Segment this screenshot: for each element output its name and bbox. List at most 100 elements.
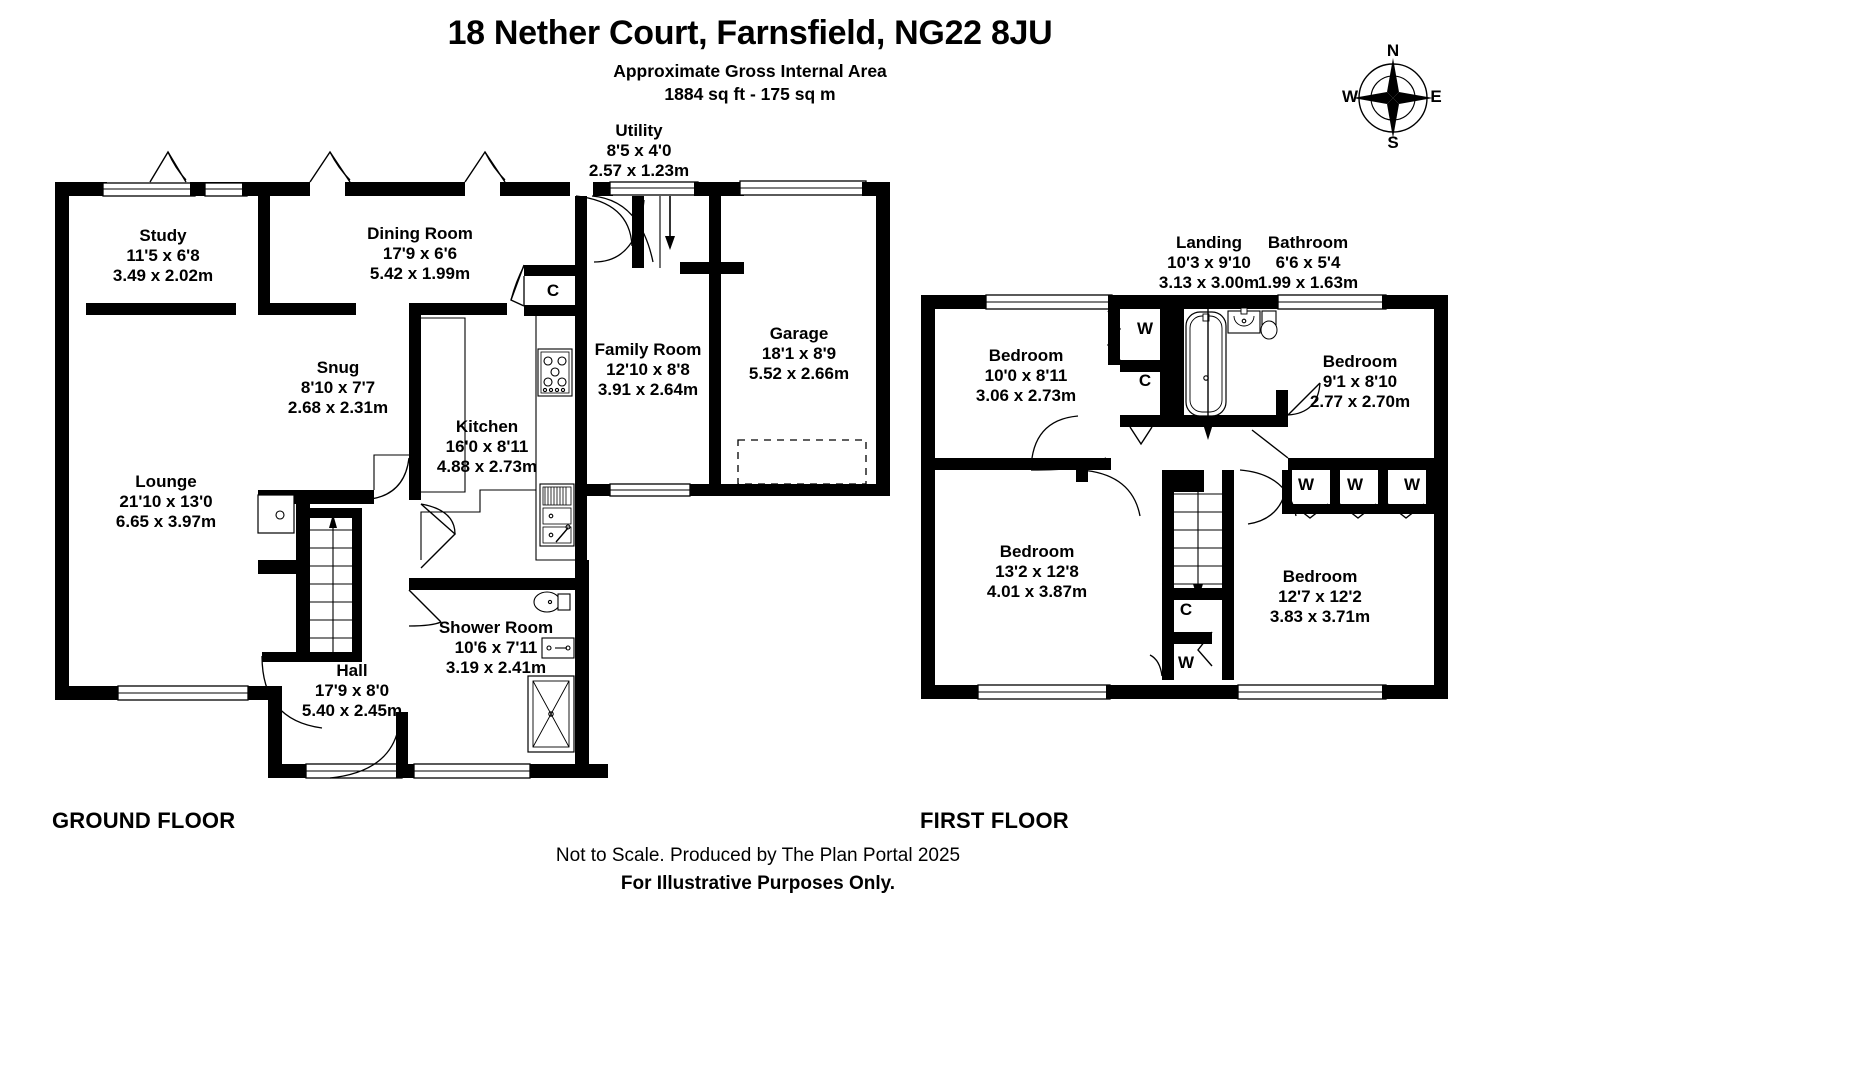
svg-text:8'10 x 7'7: 8'10 x 7'7 (301, 378, 375, 397)
room-label-hall: Hall 17'9 x 8'0 5.40 x 2.45m (302, 661, 402, 720)
svg-text:3.06 x 2.73m: 3.06 x 2.73m (976, 386, 1076, 405)
first-floor-plan: W C (921, 233, 1448, 700)
fireplace-icon (257, 494, 295, 534)
window-hall-bottom-2 (413, 763, 531, 779)
svg-text:3.19 x 2.41m: 3.19 x 2.41m (446, 658, 546, 677)
room-label-snug: Snug 8'10 x 7'7 2.68 x 2.31m (288, 358, 388, 417)
svg-text:3.91 x 2.64m: 3.91 x 2.64m (598, 380, 698, 399)
wc-icon (1260, 310, 1278, 340)
room-label-kitchen: Kitchen 16'0 x 8'11 4.88 x 2.73m (437, 417, 537, 476)
compass-west-label: W (1342, 87, 1359, 106)
plan-header: 18 Nether Court, Farnsfield, NG22 8JU Ap… (0, 14, 1500, 106)
window-study-2 (204, 182, 248, 197)
wardrobe-row-bedroom2: W W W (1282, 470, 1436, 519)
room-label-bedroom-4: Bedroom 12'7 x 12'2 3.83 x 3.71m (1270, 567, 1370, 626)
toilet-icon (533, 591, 571, 613)
svg-text:21'10 x 13'0: 21'10 x 13'0 (119, 492, 212, 511)
svg-text:5.52 x 2.66m: 5.52 x 2.66m (749, 364, 849, 383)
svg-text:12'10 x 8'8: 12'10 x 8'8 (606, 360, 690, 379)
svg-text:10'0 x 8'11: 10'0 x 8'11 (985, 366, 1068, 385)
svg-text:Bedroom: Bedroom (989, 346, 1064, 365)
svg-text:6.65 x 3.97m: 6.65 x 3.97m (116, 512, 216, 531)
window-study-1 (102, 182, 196, 197)
svg-text:Shower Room: Shower Room (439, 618, 553, 637)
svg-text:17'9 x 8'0: 17'9 x 8'0 (315, 681, 389, 700)
svg-text:2.68 x 2.31m: 2.68 x 2.31m (288, 398, 388, 417)
ground-floor-caption: GROUND FLOOR (52, 808, 236, 833)
ground-floor-plan: C (55, 121, 890, 779)
svg-text:4.01 x 3.87m: 4.01 x 3.87m (987, 582, 1087, 601)
svg-text:6'6 x 5'4: 6'6 x 5'4 (1276, 253, 1341, 272)
svg-text:13'2 x 12'8: 13'2 x 12'8 (995, 562, 1079, 581)
svg-text:3.13 x 3.00m: 3.13 x 3.00m (1159, 273, 1259, 292)
wardrobe-tag-5: W (1178, 653, 1195, 672)
room-label-bedroom-3: Bedroom 13'2 x 12'8 4.01 x 3.87m (987, 542, 1087, 601)
cupboard-tag-first-2: C (1180, 600, 1192, 619)
svg-text:10'6 x 7'11: 10'6 x 7'11 (455, 638, 538, 657)
footer-disclaimer: For Illustrative Purposes Only. (620, 872, 896, 894)
svg-text:5.40 x 2.45m: 5.40 x 2.45m (302, 701, 402, 720)
page-title: 18 Nether Court, Farnsfield, NG22 8JU (447, 14, 1053, 52)
wardrobe-tag-4: W (1404, 475, 1421, 494)
svg-text:12'7 x 12'2: 12'7 x 12'2 (1278, 587, 1362, 606)
svg-text:2.77 x 2.70m: 2.77 x 2.70m (1310, 392, 1410, 411)
window-bed4-bottom (1237, 684, 1387, 700)
gross-area-value: 1884 sq ft - 175 sq m (664, 84, 836, 105)
basin-icon (541, 637, 575, 659)
window-hall-bottom-1 (305, 763, 403, 779)
cupboard-tag-first: C (1139, 371, 1151, 390)
svg-text:Garage: Garage (770, 324, 829, 343)
window-lounge-bottom (117, 685, 249, 701)
svg-text:Hall: Hall (336, 661, 367, 680)
svg-text:16'0 x 8'11: 16'0 x 8'11 (446, 437, 529, 456)
cupboard-tag-ground: C (547, 281, 559, 300)
compass-rose: N E S W (1342, 41, 1442, 152)
room-label-bathroom: Bathroom 6'6 x 5'4 1.99 x 1.63m (1258, 233, 1358, 292)
svg-text:9'1 x 8'10: 9'1 x 8'10 (1323, 372, 1397, 391)
gross-area-label: Approximate Gross Internal Area (613, 61, 887, 82)
compass-east-label: E (1430, 87, 1441, 106)
window-bathroom-top (1277, 294, 1387, 310)
compass-south-label: S (1387, 133, 1398, 152)
svg-text:1.99 x 1.63m: 1.99 x 1.63m (1258, 273, 1358, 292)
window-bed3-bottom (977, 684, 1111, 700)
svg-text:2.57 x 1.23m: 2.57 x 1.23m (589, 161, 689, 180)
shower-tray-icon (527, 675, 575, 753)
wardrobe-tag-1: W (1137, 319, 1154, 338)
wardrobe-tag-2: W (1298, 475, 1315, 494)
first-floor-caption: FIRST FLOOR (920, 808, 1069, 833)
svg-text:18'1 x 8'9: 18'1 x 8'9 (762, 344, 836, 363)
svg-text:Kitchen: Kitchen (456, 417, 518, 436)
svg-text:Utility: Utility (615, 121, 663, 140)
svg-text:5.42 x 1.99m: 5.42 x 1.99m (370, 264, 470, 283)
svg-text:8'5 x 4'0: 8'5 x 4'0 (607, 141, 672, 160)
svg-text:Bedroom: Bedroom (1000, 542, 1075, 561)
hob-icon (537, 348, 573, 397)
sink-icon (539, 483, 575, 547)
svg-text:Snug: Snug (317, 358, 360, 377)
footer-producer: Not to Scale. Produced by The Plan Porta… (555, 845, 961, 866)
window-bed1-top (985, 294, 1113, 310)
svg-text:Bathroom: Bathroom (1268, 233, 1348, 252)
room-label-landing: Landing 10'3 x 9'10 3.13 x 3.00m (1159, 233, 1259, 292)
room-label-dining-room: Dining Room 17'9 x 6'6 5.42 x 1.99m (367, 224, 473, 283)
room-label-bedroom-2: Bedroom 9'1 x 8'10 2.77 x 2.70m (1310, 352, 1410, 411)
room-label-utility: Utility 8'5 x 4'0 2.57 x 1.23m (589, 121, 689, 180)
window-utility-top (609, 181, 699, 196)
window-garage-top (739, 180, 867, 196)
bathtub-icon (1185, 311, 1227, 417)
room-label-family-room: Family Room 12'10 x 8'8 3.91 x 2.64m (595, 340, 702, 399)
svg-text:Landing: Landing (1176, 233, 1242, 252)
svg-text:3.83 x 3.71m: 3.83 x 3.71m (1270, 607, 1370, 626)
utility-direction-arrow (665, 196, 675, 250)
svg-text:Family Room: Family Room (595, 340, 702, 359)
room-label-shower-room: Shower Room 10'6 x 7'11 3.19 x 2.41m (439, 618, 553, 677)
room-label-bedroom-1: Bedroom 10'0 x 8'11 3.06 x 2.73m (976, 346, 1076, 405)
wardrobe-tag-3: W (1347, 475, 1364, 494)
room-label-lounge: Lounge 21'10 x 13'0 6.65 x 3.97m (116, 472, 216, 531)
window-family-bottom (609, 483, 691, 497)
svg-text:17'9 x 6'6: 17'9 x 6'6 (383, 244, 457, 263)
landing-direction-arrow (1203, 302, 1213, 440)
